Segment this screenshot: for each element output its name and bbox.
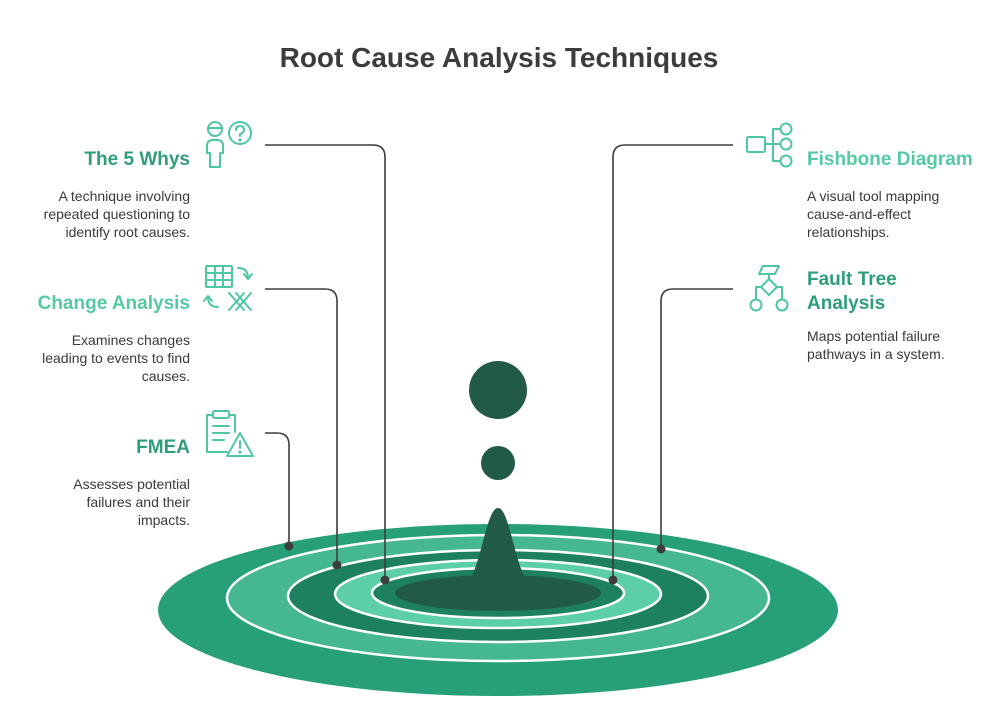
flowchart-icon <box>749 265 789 312</box>
page-title: Root Cause Analysis Techniques <box>279 42 719 73</box>
person-question-icon <box>206 121 252 168</box>
connector-dot-fault-tree <box>656 544 666 554</box>
desc-fmea: Assesses potential failures and their im… <box>73 476 190 528</box>
connector-fault-tree <box>660 288 733 549</box>
connector-dot-change-analysis <box>332 560 342 570</box>
desc-fishbone: A visual tool mapping cause-and-effect r… <box>807 188 940 240</box>
connector-dot-5-whys <box>380 575 390 585</box>
desc-5-whys: A technique involving repeated questioni… <box>43 188 190 240</box>
heading-5-whys: The 5 Whys <box>84 149 190 170</box>
hierarchy-icon <box>746 122 793 168</box>
desc-fault-tree: Maps potential failure pathways in a sys… <box>807 328 945 362</box>
heading-fishbone: Fishbone Diagram <box>807 149 973 170</box>
droplet-large <box>469 361 527 419</box>
desc-change-analysis: Examines changes leading to events to fi… <box>42 332 190 384</box>
heading-fault-tree: Fault Tree Analysis <box>807 269 897 314</box>
heading-fmea: FMEA <box>136 437 190 458</box>
connector-fmea <box>265 432 290 546</box>
heading-change-analysis: Change Analysis <box>37 293 190 314</box>
droplet-small <box>481 446 515 480</box>
table-swap-icon <box>203 265 253 311</box>
connector-change-analysis <box>265 288 338 565</box>
connector-fishbone <box>612 144 733 580</box>
connector-5-whys <box>265 144 386 580</box>
connector-dot-fishbone <box>608 575 618 585</box>
connector-dot-fmea <box>284 541 294 551</box>
clipboard-warning-icon <box>206 410 254 457</box>
splash-peak <box>455 508 541 594</box>
